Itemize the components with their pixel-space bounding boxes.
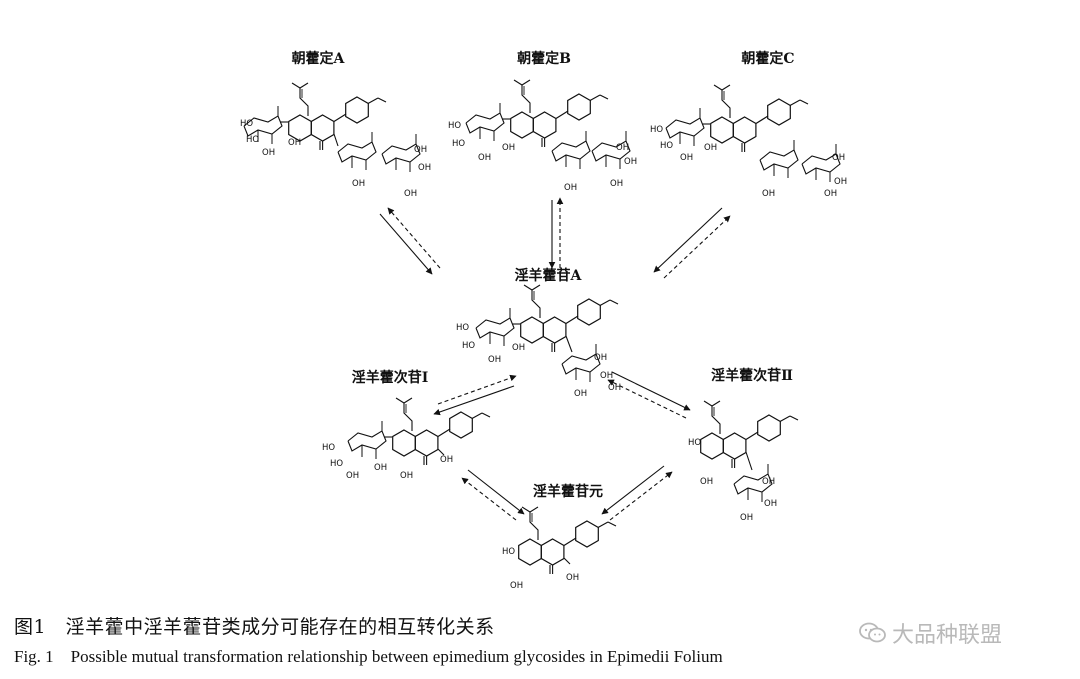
- arrow-solid: [611, 371, 691, 411]
- atom-label-oh: HO: [462, 341, 475, 351]
- label-icaritin: 淫羊藿苷元: [533, 483, 603, 500]
- structure-chaohuoding-b: [465, 79, 631, 170]
- label-icariside-2: 淫羊藿次苷Ⅱ: [711, 367, 793, 384]
- atom-label-oh: OH: [566, 573, 579, 583]
- arrow-solid: [653, 207, 723, 273]
- atom-label-oh: OH: [440, 455, 453, 465]
- atom-label-oh: OH: [564, 183, 577, 193]
- atom-label-oh: OH: [834, 177, 847, 187]
- atom-label-oh: HO: [240, 119, 253, 129]
- atom-label-oh: OH: [512, 343, 525, 353]
- atom-label-oh: OH: [488, 355, 501, 365]
- arrow-dashed: [607, 379, 687, 419]
- atom-label-oh: HO: [688, 438, 701, 448]
- atom-label-oh: OH: [704, 143, 717, 153]
- atom-label-oh: HO: [330, 459, 343, 469]
- atom-label-oh: OH: [262, 148, 275, 158]
- atom-label-oh: OH: [764, 499, 777, 509]
- figure-caption-chinese: 图1 淫羊藿中淫羊藿苷类成分可能存在的相互转化关系: [14, 616, 495, 638]
- arrow-dashed: [387, 207, 441, 269]
- watermark: 大品种联盟: [858, 617, 1002, 649]
- atom-label-oh: OH: [608, 383, 621, 393]
- atom-label-oh: OH: [700, 477, 713, 487]
- atom-label-oh: OH: [346, 471, 359, 481]
- atom-label-oh: HO: [650, 125, 663, 135]
- structure-icariside-2: [701, 400, 798, 503]
- arrow-dashed: [461, 477, 517, 521]
- arrow-dashed: [663, 215, 731, 279]
- atom-label-oh: OH: [600, 371, 613, 381]
- structure-icaritin: [519, 506, 616, 574]
- arrow-solid: [379, 213, 433, 275]
- structure-icariin: [475, 284, 618, 383]
- atom-label-oh: HO: [502, 547, 515, 557]
- arrow-dashed: [609, 471, 673, 521]
- atom-label-oh: HO: [246, 135, 259, 145]
- atom-label-oh: OH: [374, 463, 387, 473]
- label-icariin: 淫羊藿苷A: [515, 267, 583, 284]
- atom-label-oh: OH: [502, 143, 515, 153]
- atom-label-oh: OH: [594, 353, 607, 363]
- atom-label-oh: OH: [762, 477, 775, 487]
- atom-label-oh: HO: [660, 141, 673, 151]
- atom-label-oh: OH: [414, 145, 427, 155]
- atom-label-oh: OH: [680, 153, 693, 163]
- atom-label-oh: HO: [322, 443, 335, 453]
- atom-label-oh: OH: [832, 153, 845, 163]
- atom-label-oh: HO: [452, 139, 465, 149]
- watermark-text: 大品种联盟: [892, 623, 1003, 648]
- atom-label-oh: OH: [404, 189, 417, 199]
- atom-label-oh: OH: [740, 513, 753, 523]
- figure-caption-english: Fig. 1 Possible mutual transformation re…: [14, 647, 723, 666]
- label-chaohuoding-c: 朝藿定C: [741, 50, 794, 67]
- atom-label-oh: OH: [624, 157, 637, 167]
- label-icariside-1: 淫羊藿次苷Ⅰ: [352, 369, 429, 386]
- atom-label-oh: OH: [824, 189, 837, 199]
- atom-label-oh: OH: [352, 179, 365, 189]
- atom-label-oh: OH: [510, 581, 523, 591]
- structure-chaohuoding-c: [665, 84, 841, 183]
- label-chaohuoding-b: 朝藿定B: [517, 50, 571, 67]
- atom-label-oh: OH: [478, 153, 491, 163]
- atom-label-oh: OH: [400, 471, 413, 481]
- wechat-icon: [859, 622, 886, 643]
- atom-label-oh: OH: [288, 138, 301, 148]
- structure-chaohuoding-a: [243, 82, 421, 173]
- atom-label-oh: OH: [418, 163, 431, 173]
- structure-icariside-1: [347, 397, 490, 465]
- atom-label-oh: OH: [574, 389, 587, 399]
- atom-label-oh: OH: [610, 179, 623, 189]
- atom-label-oh: HO: [456, 323, 469, 333]
- atom-label-oh: OH: [762, 189, 775, 199]
- label-chaohuoding-a: 朝藿定A: [292, 50, 346, 67]
- arrow-solid: [601, 465, 665, 515]
- arrow-solid: [433, 385, 515, 416]
- atom-label-oh: OH: [616, 143, 629, 153]
- arrow-dashed: [437, 374, 517, 405]
- atom-label-oh: HO: [448, 121, 461, 131]
- arrow-solid: [467, 469, 525, 515]
